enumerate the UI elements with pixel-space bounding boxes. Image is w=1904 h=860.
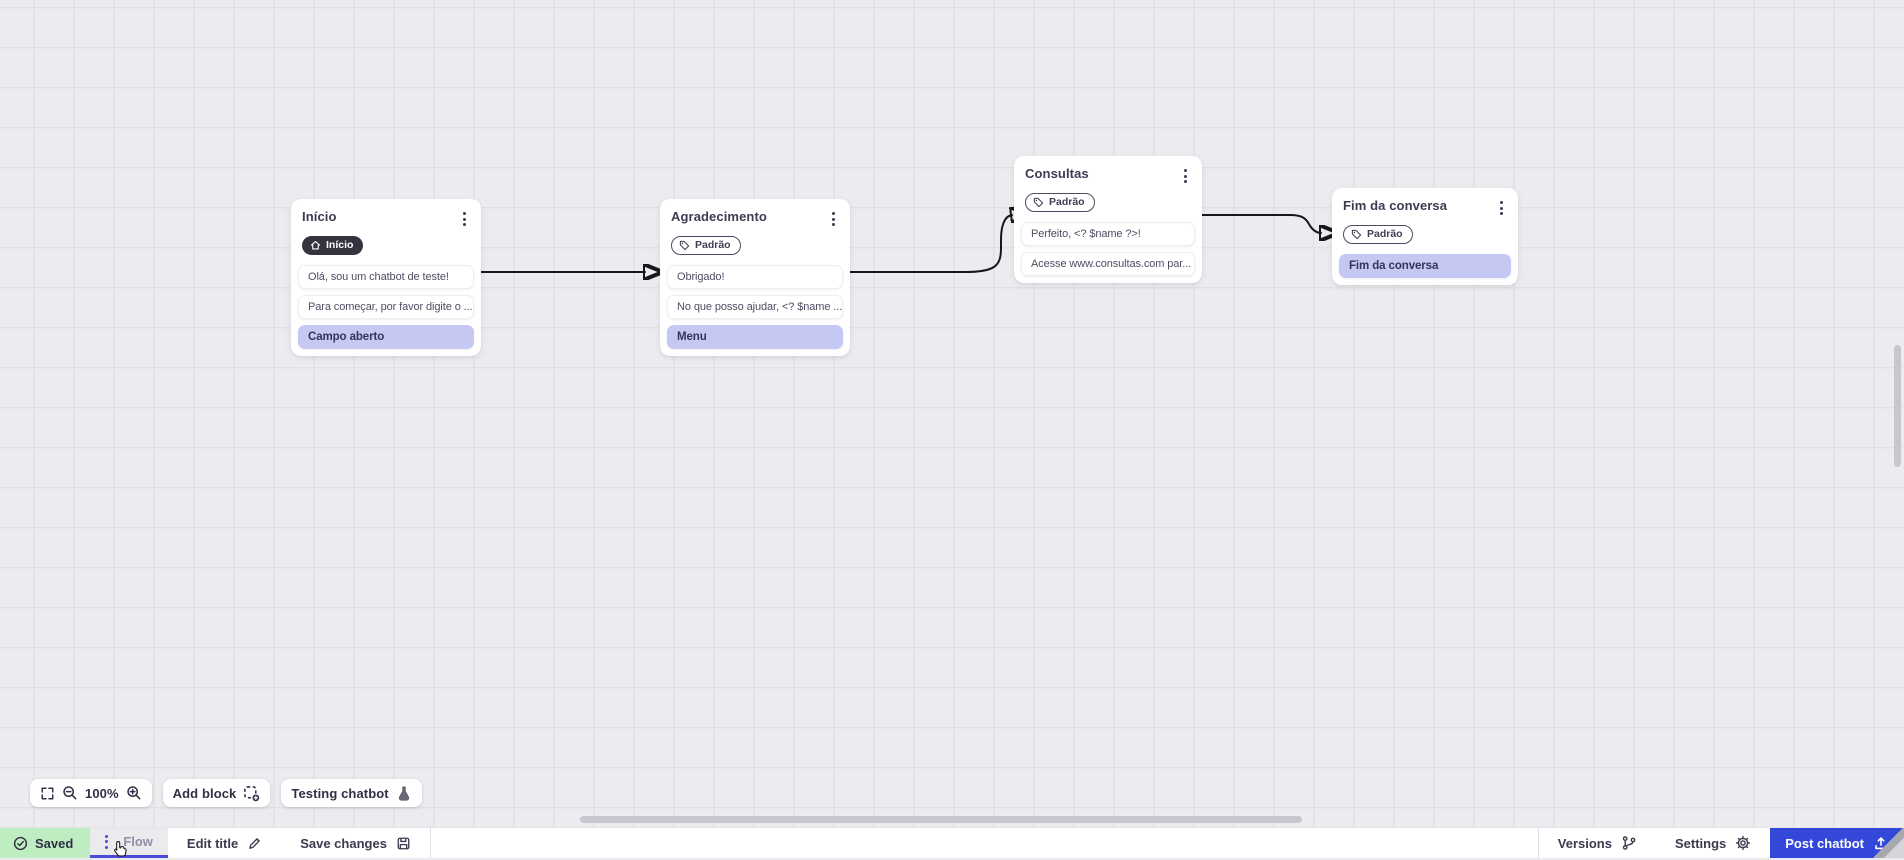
upload-icon [1875, 837, 1887, 850]
badge-label: Padrão [1367, 228, 1403, 240]
branch-icon [1622, 836, 1636, 850]
zoom-out-button[interactable] [62, 785, 78, 801]
badge-label: Padrão [1049, 196, 1085, 208]
message-bubble[interactable]: Obrigado! [667, 264, 843, 289]
statusbar-spacer [431, 828, 1538, 858]
flow-tab-label: Flow [123, 834, 153, 849]
horizontal-scrollbar[interactable] [580, 816, 1302, 823]
start-badge: Início [302, 236, 364, 255]
tag-icon [1351, 229, 1362, 239]
statusbar: Saved Flow Edit title Save changes Versi… [0, 827, 1904, 858]
post-chatbot-button[interactable]: Post chatbot [1770, 828, 1904, 858]
node-title: Consultas [1025, 166, 1089, 181]
tag-icon [1033, 197, 1044, 207]
zoom-out-icon [63, 786, 77, 800]
action-bubble[interactable]: Campo aberto [298, 324, 474, 349]
testing-chatbot-label: Testing chatbot [291, 785, 389, 801]
kebab-menu-icon[interactable] [1496, 198, 1507, 218]
vertical-scrollbar[interactable] [1894, 345, 1901, 467]
connector-consultas-fim[interactable] [1197, 214, 1321, 233]
node-title: Agradecimento [671, 209, 767, 224]
tag-badge: Padrão [671, 236, 741, 255]
flow-kebab-menu-icon[interactable] [101, 832, 112, 852]
edit-title-label: Edit title [186, 835, 239, 851]
add-block-label: Add block [172, 785, 237, 801]
statusbar-divider [429, 828, 431, 858]
message-bubble[interactable]: Perfeito, <? $name ?>! [1021, 221, 1195, 246]
settings-label: Settings [1674, 835, 1727, 851]
kebab-menu-icon[interactable] [828, 209, 839, 229]
check-circle-icon [13, 836, 28, 850]
testing-chatbot-button[interactable]: Testing chatbot [281, 779, 422, 807]
connector-agradecimento-consultas[interactable] [845, 215, 1012, 273]
edit-title-button[interactable]: Edit title [168, 828, 281, 858]
message-bubble[interactable]: Acesse www.consultas.com par... [1021, 251, 1195, 276]
zoom-controls: 100% [30, 779, 152, 807]
zoom-level: 100% [85, 785, 119, 801]
kebab-menu-icon[interactable] [459, 209, 470, 229]
tag-icon [679, 240, 690, 250]
versions-button[interactable]: Versions [1539, 828, 1656, 858]
fullscreen-icon [41, 787, 54, 799]
fullscreen-button[interactable] [40, 786, 55, 801]
canvas-toolbar: 100% Add block Testing chatbot [30, 779, 422, 807]
message-bubble[interactable]: Para começar, por favor digite o ... [298, 294, 474, 319]
post-chatbot-label: Post chatbot [1785, 835, 1864, 851]
tab-flow[interactable]: Flow [90, 828, 168, 858]
node-inicio[interactable]: Início Início Olá, sou um chatbot de tes… [291, 199, 481, 356]
node-fim-da-conversa[interactable]: Fim da conversa Padrão Fim da conversa [1332, 188, 1518, 285]
kebab-menu-icon[interactable] [1180, 166, 1191, 186]
tag-badge: Padrão [1025, 193, 1095, 212]
action-bubble[interactable]: Menu [667, 324, 843, 349]
node-title: Fim da conversa [1343, 198, 1448, 213]
zoom-in-button[interactable] [126, 785, 142, 801]
badge-label: Padrão [695, 239, 731, 251]
add-block-icon [244, 785, 260, 801]
action-bubble[interactable]: Fim da conversa [1339, 253, 1511, 278]
saved-label: Saved [35, 835, 74, 851]
flask-icon [398, 786, 409, 801]
gear-icon [1736, 835, 1751, 851]
tag-badge: Padrão [1343, 225, 1413, 244]
home-icon [310, 240, 321, 249]
node-agradecimento[interactable]: Agradecimento Padrão Obrigado! No que po… [660, 199, 850, 356]
message-bubble[interactable]: Olá, sou um chatbot de teste! [298, 264, 474, 289]
node-title: Início [302, 209, 337, 224]
floppy-icon [397, 837, 410, 849]
pencil-icon [249, 837, 261, 849]
badge-label: Início [326, 239, 354, 251]
settings-button[interactable]: Settings [1656, 828, 1770, 858]
message-bubble[interactable]: No que posso ajudar, <? $name ... [667, 294, 843, 319]
save-changes-label: Save changes [300, 835, 387, 851]
save-changes-button[interactable]: Save changes [281, 828, 430, 858]
node-consultas[interactable]: Consultas Padrão Perfeito, <? $name ?>! … [1014, 156, 1202, 283]
saved-status-badge: Saved [0, 828, 91, 858]
add-block-button[interactable]: Add block [162, 779, 271, 807]
statusbar-divider [1537, 828, 1539, 858]
zoom-in-icon [126, 786, 141, 800]
versions-label: Versions [1557, 835, 1612, 851]
